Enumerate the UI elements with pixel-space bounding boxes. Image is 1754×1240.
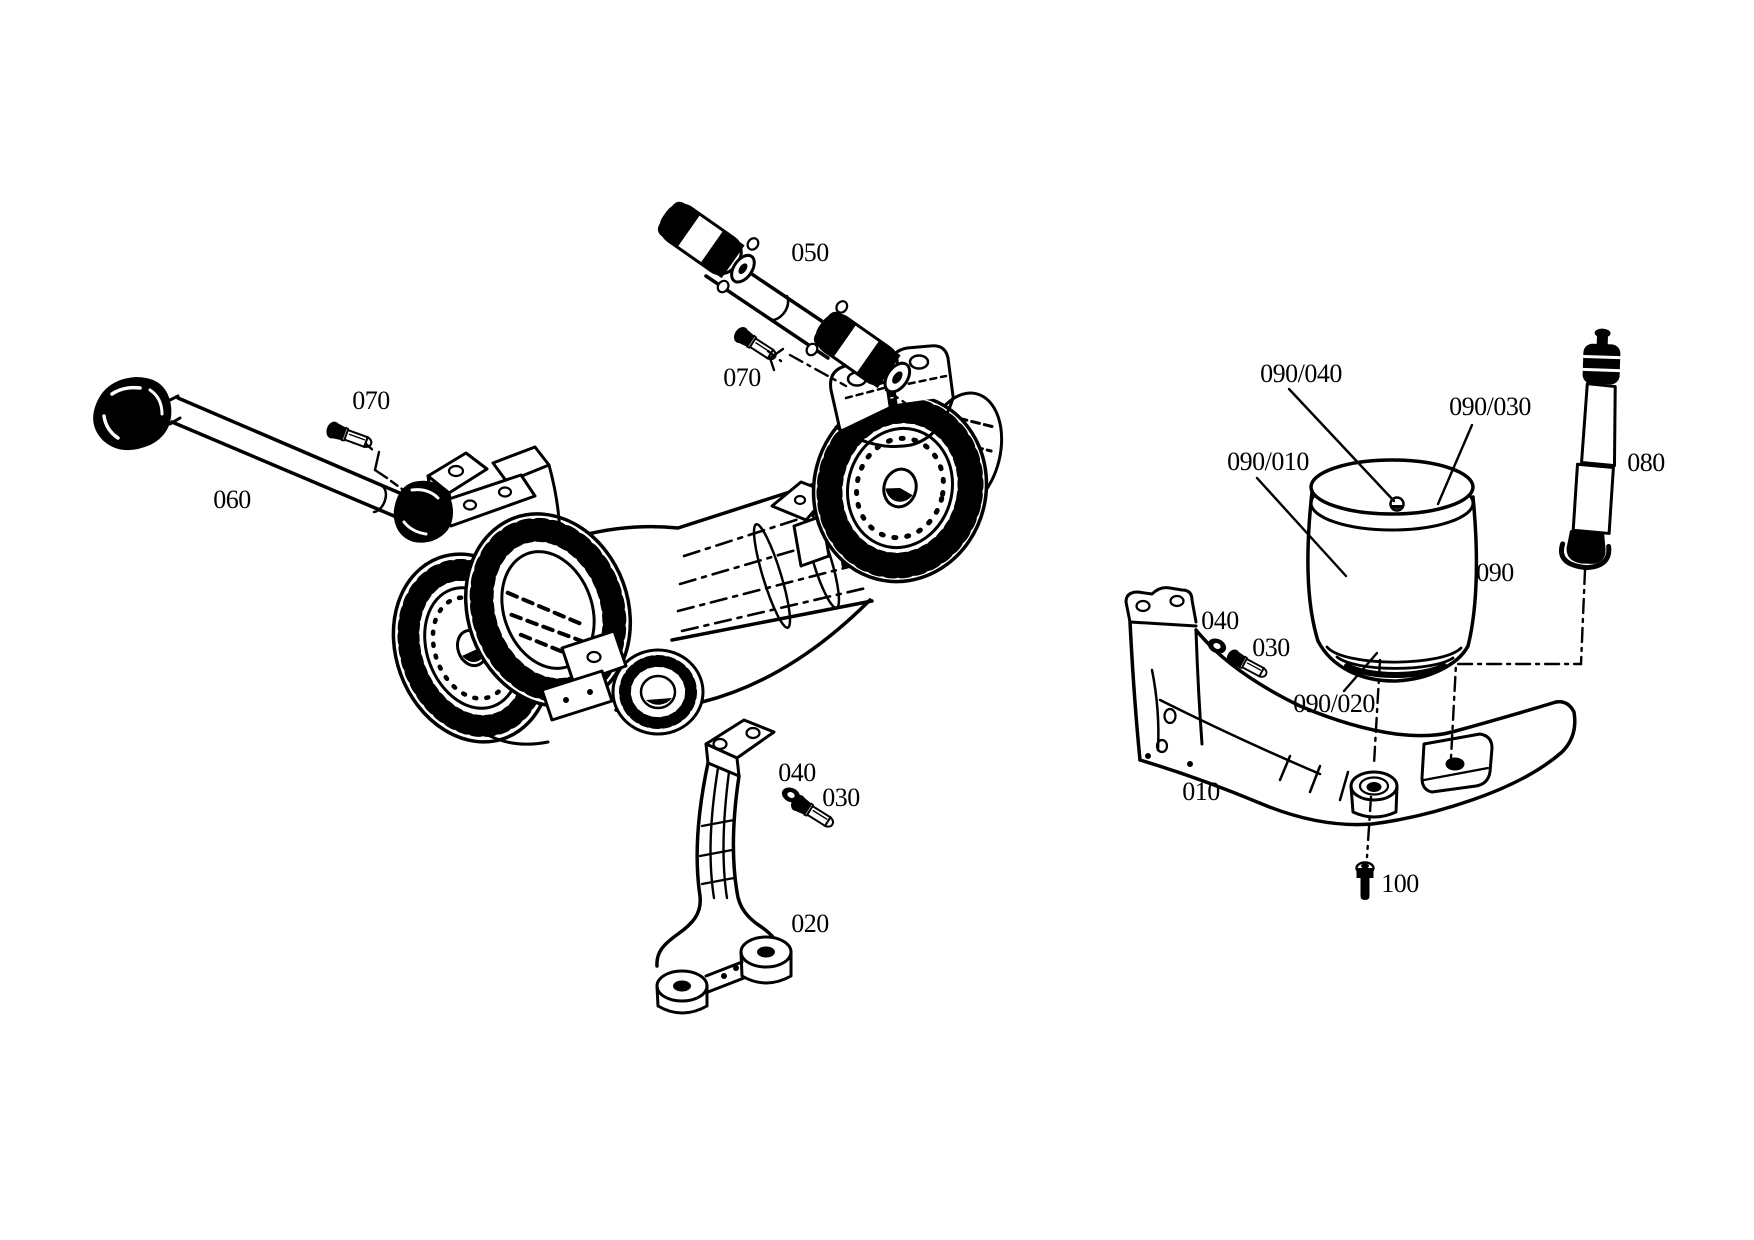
bracket-left (655, 718, 793, 1015)
hex-bolt-left-rod (323, 418, 376, 453)
lower-bracket-blocks (540, 629, 628, 722)
rod-bushing-upper (657, 201, 760, 294)
bracket-right (1124, 586, 1577, 827)
shock-absorber (1559, 328, 1621, 571)
torque-rod-upper (657, 201, 912, 394)
center-hub-gear (611, 648, 705, 736)
hex-bolt-upper-rod (730, 323, 781, 366)
hex-bolt-bracket-bottom (1355, 861, 1375, 900)
label-leader-lines (1255, 387, 1474, 693)
torque-rod-left (93, 377, 454, 543)
assembly-centerlines (364, 347, 1587, 859)
washer-right (1205, 635, 1229, 657)
rod-bushing-lower (805, 300, 912, 394)
axle-housing-drawing (391, 344, 1004, 746)
right-brake-flange (811, 392, 989, 584)
air-spring-assembly (1306, 458, 1479, 683)
